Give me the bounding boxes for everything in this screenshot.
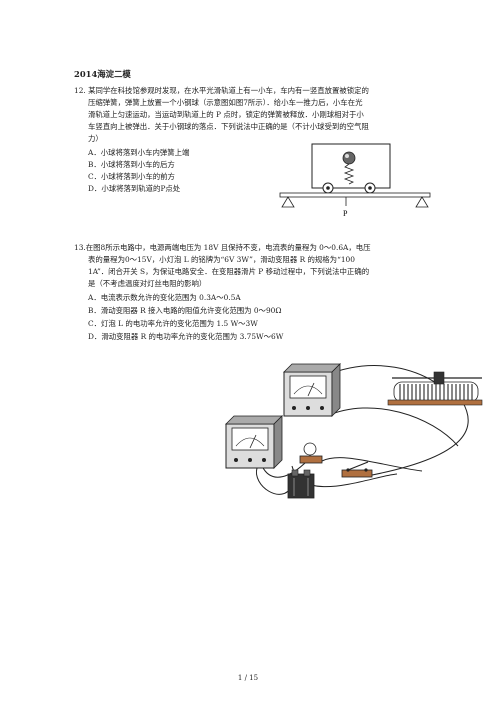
circuit-figure <box>225 363 483 499</box>
q13-option-c: C．灯泡 L 的电功率允许的变化范围为 1.5 W～3W <box>88 319 258 328</box>
support-right <box>415 196 429 208</box>
q13-option-d: D．滑动变阻器 R 的电功率允许的变化范围为 3.75W～6W <box>88 332 284 341</box>
q13-line-4: 是（不考虑温度对灯丝电阻的影响） <box>88 279 207 288</box>
ammeter <box>225 415 283 469</box>
cart-box <box>311 143 391 189</box>
lamp <box>299 442 323 464</box>
q12-option-a: A．小球将落到小车内弹簧上端 <box>88 148 190 157</box>
q12-option-d: D．小球将落到轨道的P点处 <box>88 184 181 193</box>
support-left <box>281 196 295 208</box>
q12-line-2: 压缩弹簧，弹簧上放置一个小钢球（示意图如图7所示）．给小车一推力后，小车在光 <box>88 98 363 107</box>
q12-option-b: B．小球将落到小车的后方 <box>88 160 175 169</box>
q12-line-5: 力） <box>88 134 103 143</box>
rheostat <box>387 371 483 406</box>
exam-title: 2014海淀二模 <box>74 69 131 79</box>
q12-line-4: 车竖直向上被弹出．关于小钢球的落点．下列说法中正确的是（不计小球受到的空气阻 <box>88 122 369 131</box>
page-number: 1 / 15 <box>237 674 259 682</box>
q12-option-c: C．小球将落到小车的前方 <box>88 172 175 181</box>
steel-ball <box>342 151 356 165</box>
voltmeter <box>283 363 341 417</box>
track <box>279 192 431 198</box>
q13-line-3: 1A”．闭合开关 S，为保证电路安全．在变阻器滑片 P 移动过程中，下列说法中正… <box>88 267 370 276</box>
cart-spring-figure: P <box>279 143 431 218</box>
q13-line-1: 13.在图8所示电路中，电源两端电压为 18V 且保持不变，电流表的量程为 0～… <box>74 243 371 252</box>
q13-option-b: B．滑动变阻器 R 接入电路的阻值允许变化范围为 0～90Ω <box>88 306 282 315</box>
spring <box>343 163 355 185</box>
battery <box>287 469 315 499</box>
q12-line-3: 滑轨道上匀速运动，当运动到轨道上的 P 点时，锁定的弹簧被释放．小刚球相对于小 <box>88 110 364 119</box>
q13-line-2: 表的量程为0～15V，小灯泡 L 的铭牌为“6V 3W”，滑动变阻器 R 的规格… <box>88 255 355 264</box>
point-p-label: P <box>343 209 348 218</box>
q13-option-a: A．电流表示数允许的变化范围为 0.3A～0.5A <box>88 293 241 302</box>
q12-line-1: 12. 某同学在科技馆参观时发现，在水平光滑轨道上有一小车，车内有一竖直放置被锁… <box>74 86 369 95</box>
switch <box>341 461 373 478</box>
